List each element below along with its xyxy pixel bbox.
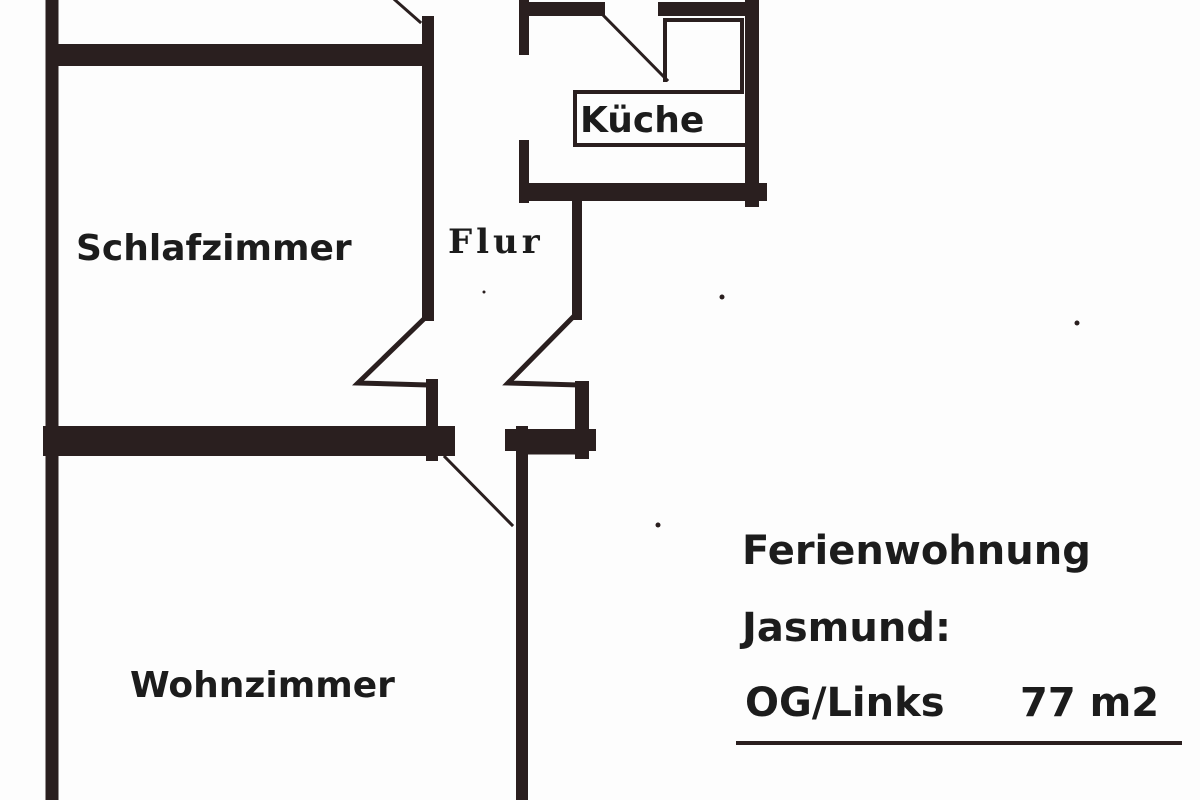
apartment-location: Jasmund: <box>742 605 951 651</box>
door-swing-living <box>442 454 515 528</box>
apartment-area: 77 m2 <box>1020 680 1160 726</box>
apartment-floor: OG/Links <box>745 680 945 726</box>
bedroom-label: Schlafzimmer <box>76 228 352 269</box>
apartment-name: Ferienwohnung <box>742 528 1091 574</box>
kitchen-inner-box <box>573 18 747 147</box>
living-room-label: Wohnzimmer <box>130 665 395 706</box>
door-swing-top <box>392 0 423 25</box>
door-swing-kitchen <box>597 9 670 83</box>
hallway-label: Flur <box>448 222 544 262</box>
hall-recess-left <box>352 311 433 388</box>
kitchen-label: Küche <box>580 100 705 141</box>
